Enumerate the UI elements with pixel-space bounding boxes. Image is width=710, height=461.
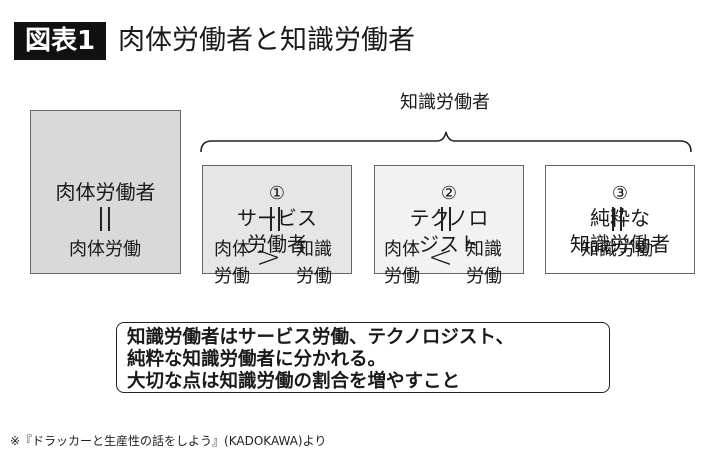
box-number: ③ [611, 182, 629, 204]
text: 労働 [214, 266, 250, 287]
text: 労働 [384, 266, 420, 287]
equals-sign [441, 207, 451, 231]
text: 肉体 [214, 239, 250, 260]
summary-line: 知識労働者はサービス労働、テクノロジスト、 [127, 327, 515, 348]
equals-sign [270, 207, 280, 231]
box-number: ② [440, 182, 458, 204]
result-left: 肉体労働 [210, 236, 254, 290]
box-number: ① [268, 182, 286, 204]
result-right: 知識労働 [462, 236, 506, 290]
box-label: 肉体労働者 [55, 180, 156, 204]
box-physical-worker: 肉体労働者 [30, 110, 181, 274]
less-than-symbol: < [428, 240, 454, 275]
result-left: 肉体労働 [380, 236, 424, 290]
summary-box: 知識労働者はサービス労働、テクノロジスト、 純粋な知識労働者に分かれる。 大切な… [116, 322, 610, 393]
result-right: 知識労働 [292, 236, 336, 290]
summary-line: 大切な点は知識労働の割合を増やすこと [127, 371, 461, 392]
equals-sign [100, 207, 110, 231]
box-service-worker: ① サービス 労働者 [202, 165, 352, 274]
text: 労働 [296, 266, 332, 287]
group-label: 知識労働者 [400, 92, 490, 113]
box-label-line2: 労働者 [247, 231, 307, 256]
box-label-line2: 知識労働者 [570, 231, 670, 256]
result-knowledge-labor: 知識労働 [581, 239, 653, 260]
box-label-line1: サービス [237, 205, 317, 230]
result-physical-labor: 肉体労働 [69, 239, 141, 260]
source-footnote: ※『ドラッカーと生産性の話をしよう』(KADOKAWA)より [10, 434, 327, 448]
greater-than-symbol: > [256, 240, 282, 275]
equals-sign [612, 207, 622, 231]
figure-badge: 図表1 [14, 22, 106, 60]
box-label-line2: ジスト [419, 231, 479, 256]
text: 肉体 [384, 239, 420, 260]
figure-title: 肉体労働者と知識労働者 [118, 25, 415, 56]
text: 知識 [466, 239, 502, 260]
text: 労働 [466, 266, 502, 287]
summary-line: 純粋な知識労働者に分かれる。 [127, 349, 387, 370]
text: 知識 [296, 239, 332, 260]
